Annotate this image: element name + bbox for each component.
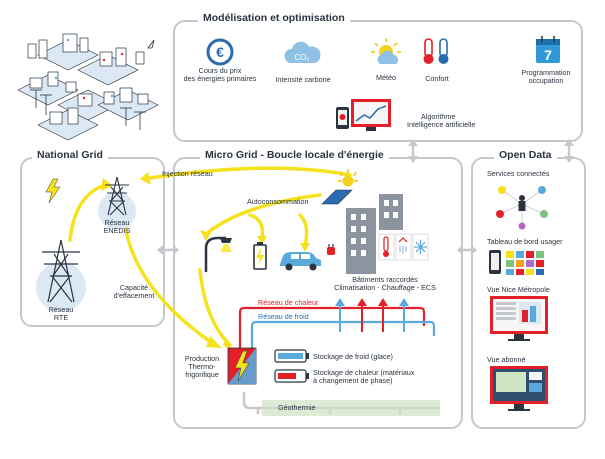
street-lamp-icon bbox=[204, 236, 232, 272]
sun-solar-icon bbox=[321, 169, 358, 205]
plug-icon bbox=[327, 244, 335, 255]
stockage-froid-label: Stockage de froid (glace) bbox=[313, 352, 393, 361]
carbon-label: Intensité carbone bbox=[275, 75, 331, 84]
autoconsommation-label: Autoconsommation bbox=[247, 197, 309, 206]
occupation-label-line2: occupation bbox=[528, 76, 564, 85]
modelisation-title: Modélisation et optimisation bbox=[198, 12, 350, 24]
reseau-chaleur-label: Réseau de chaleur bbox=[258, 298, 319, 307]
services-label: Services connectés bbox=[487, 169, 550, 178]
rte-label-line1: Réseau bbox=[48, 305, 74, 314]
rte-tower-icon bbox=[42, 239, 80, 303]
nice-metropole-label: Vue Nice Métropole bbox=[487, 285, 550, 294]
capacite-line1: Capacité bbox=[119, 283, 149, 292]
batiments-line2: Climatisation - Chauffage - ECS bbox=[334, 283, 436, 292]
enedis-label-line2: ENEDIS bbox=[103, 226, 131, 235]
weather-icon bbox=[371, 38, 401, 64]
algorithm-line1: Algorithme bbox=[421, 112, 456, 121]
production-line2: Thermo- bbox=[188, 362, 216, 371]
co2-cloud-icon: CO₂ bbox=[284, 41, 321, 63]
stockage-chaleur-line1: Stockage de chaleur (matériaux bbox=[313, 368, 415, 377]
svg-text:CO₂: CO₂ bbox=[294, 53, 309, 62]
micro-grid-title: Micro Grid - Boucle locale d'énergie bbox=[200, 149, 389, 161]
stockage-chaleur-line2: à changement de phase) bbox=[313, 376, 393, 385]
injection-label: Injection réseau bbox=[162, 169, 213, 178]
euro-icon: € bbox=[206, 38, 234, 66]
cold-storage-icon bbox=[274, 349, 309, 363]
calendar-number: 7 bbox=[544, 47, 552, 63]
heat-storage-icon bbox=[274, 369, 309, 383]
comfort-label: Confort bbox=[425, 74, 449, 83]
open-data-title: Open Data bbox=[494, 149, 557, 161]
buildings-icon bbox=[346, 194, 429, 274]
capacite-line2: d'effacement bbox=[113, 291, 155, 300]
metropole-screen-icon bbox=[490, 296, 548, 341]
production-line3: frigorifique bbox=[185, 370, 219, 379]
price-label-line1: Cours du prix bbox=[198, 66, 242, 75]
price-label-line2: des énergies primaires bbox=[183, 74, 257, 83]
rte-label-line2: RTE bbox=[53, 313, 69, 322]
occupation-label-line1: Programmation bbox=[521, 68, 571, 77]
national-grid-title: National Grid bbox=[32, 149, 108, 161]
micro-grid-panel bbox=[173, 157, 463, 429]
geothermie-label: Géothermie bbox=[278, 403, 316, 412]
electric-car-icon bbox=[280, 252, 321, 271]
city-illustration bbox=[17, 33, 159, 141]
connected-services-icon bbox=[496, 186, 548, 230]
weather-label: Météo bbox=[376, 73, 396, 82]
user-dashboard-icon bbox=[489, 250, 544, 275]
dashboard-label: Tableau de bord usager bbox=[487, 237, 563, 246]
subscriber-screen-icon bbox=[490, 366, 548, 411]
enedis-label-line1: Réseau bbox=[104, 218, 130, 227]
calendar-icon: 7 bbox=[536, 36, 560, 63]
svg-text:€: € bbox=[216, 44, 224, 60]
thermometer-icon bbox=[423, 38, 449, 64]
ai-devices-icon bbox=[336, 99, 391, 131]
batiments-line1: Bâtiments raccordés bbox=[352, 275, 418, 284]
production-icon bbox=[227, 347, 257, 385]
enedis-tower-icon bbox=[105, 176, 129, 216]
enedis-circle bbox=[98, 192, 136, 230]
algorithm-line2: Intelligence artificielle bbox=[407, 120, 476, 129]
battery-icon bbox=[253, 242, 267, 270]
abonne-label: Vue abonné bbox=[487, 355, 526, 364]
production-line1: Production bbox=[184, 354, 220, 363]
lightning-icon bbox=[45, 178, 61, 204]
reseau-froid-label: Réseau de froid bbox=[258, 312, 309, 321]
